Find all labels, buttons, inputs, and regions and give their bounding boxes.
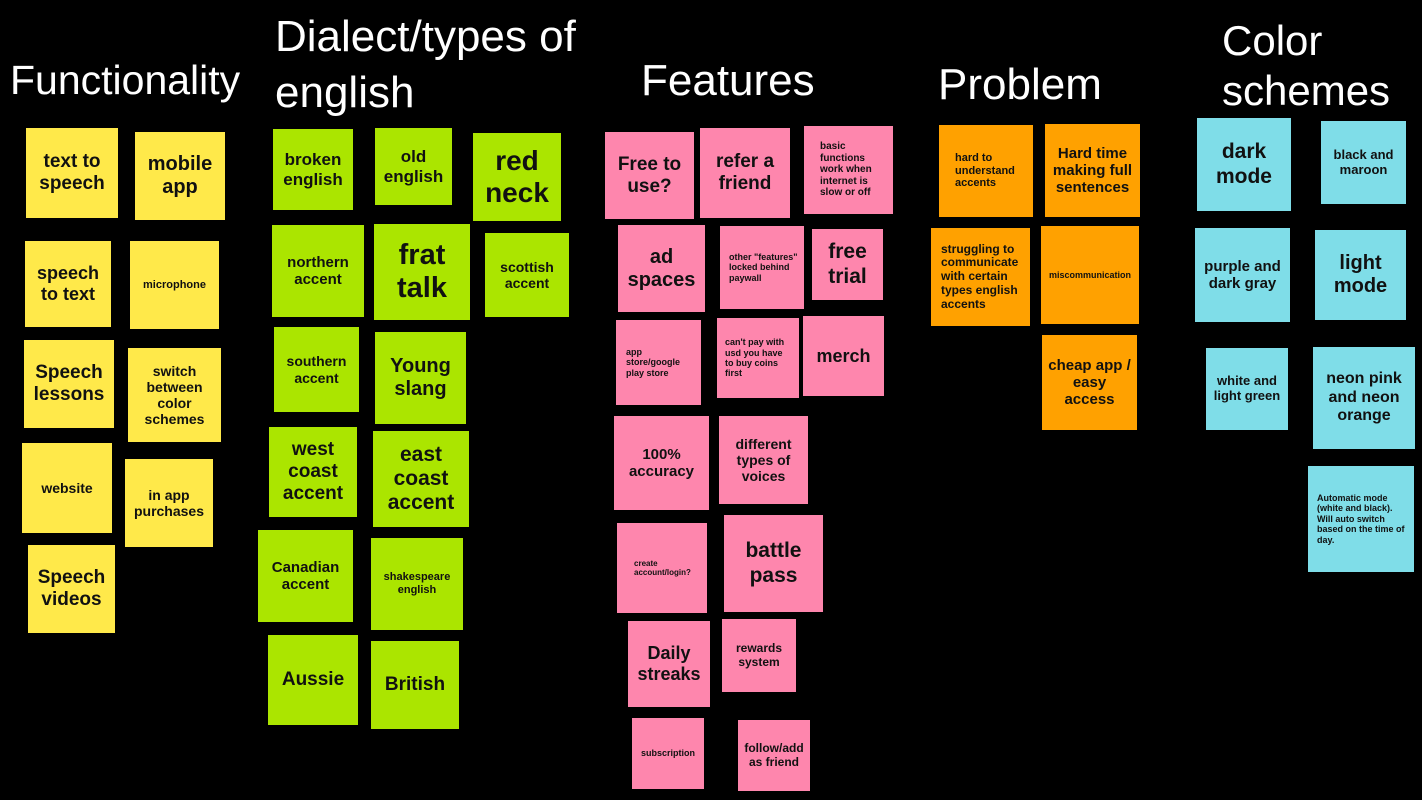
sticky-note[interactable]: neon pink and neon orange xyxy=(1313,347,1415,449)
sticky-note[interactable]: struggling to communicate with certain t… xyxy=(931,228,1030,326)
sticky-note[interactable]: Speech lessons xyxy=(24,340,114,428)
sticky-note[interactable]: Aussie xyxy=(268,635,358,725)
sticky-note[interactable]: hard to understand accents xyxy=(939,125,1033,217)
sticky-note[interactable]: black and maroon xyxy=(1321,121,1406,204)
sticky-note[interactable]: microphone xyxy=(130,241,219,329)
sticky-note[interactable]: subscription xyxy=(632,718,704,789)
sticky-note[interactable]: miscommunication xyxy=(1041,226,1139,324)
sticky-note[interactable]: cheap app / easy access xyxy=(1042,335,1137,430)
sticky-note[interactable]: app store/google play store xyxy=(616,320,701,405)
sticky-note[interactable]: speech to text xyxy=(25,241,111,327)
sticky-note[interactable]: create account/login? xyxy=(617,523,707,613)
sticky-note[interactable]: text to speech xyxy=(26,128,118,218)
sticky-note[interactable]: basic functions work when internet is sl… xyxy=(804,126,893,214)
sticky-note[interactable]: ad spaces xyxy=(618,225,705,312)
sticky-note[interactable]: merch xyxy=(803,316,884,396)
sticky-note[interactable]: Automatic mode (white and black). Will a… xyxy=(1308,466,1414,572)
sticky-note[interactable]: refer a friend xyxy=(700,128,790,218)
sticky-note[interactable]: frat talk xyxy=(374,224,470,320)
sticky-note[interactable]: website xyxy=(22,443,112,533)
sticky-note[interactable]: other "features" locked behind paywall xyxy=(720,226,804,309)
sticky-note[interactable]: rewards system xyxy=(722,619,796,692)
sticky-note[interactable]: northern accent xyxy=(272,225,364,317)
heading-functionality: Functionality xyxy=(10,57,241,103)
heading-features: Features xyxy=(641,56,815,105)
heading-color-schemes-line1: Color xyxy=(1222,17,1323,64)
heading-color-schemes-line2: schemes xyxy=(1222,67,1391,114)
sticky-note[interactable]: shakespeare english xyxy=(371,538,463,630)
sticky-note[interactable]: Young slang xyxy=(375,332,466,424)
sticky-note[interactable]: mobile app xyxy=(135,132,225,220)
sticky-note[interactable]: free trial xyxy=(812,229,883,300)
heading-dialect-line1: Dialect/types of xyxy=(275,12,576,61)
sticky-note[interactable]: old english xyxy=(375,128,452,205)
sticky-note[interactable]: battle pass xyxy=(724,515,823,612)
heading-dialect-line2: english xyxy=(275,68,415,117)
sticky-note[interactable]: Canadian accent xyxy=(258,530,353,622)
sticky-note[interactable]: Speech videos xyxy=(28,545,115,633)
sticky-note[interactable]: different types of voices xyxy=(719,416,808,504)
sticky-note[interactable]: red neck xyxy=(473,133,561,221)
sticky-note[interactable]: white and light green xyxy=(1206,348,1288,430)
heading-problem: Problem xyxy=(938,60,1102,109)
sticky-note[interactable]: can't pay with usd you have to buy coins… xyxy=(717,318,799,398)
sticky-note[interactable]: Free to use? xyxy=(605,132,694,219)
sticky-note[interactable]: east coast accent xyxy=(373,431,469,527)
sticky-note[interactable]: Daily streaks xyxy=(628,621,710,707)
sticky-note[interactable]: purple and dark gray xyxy=(1195,228,1290,322)
sticky-note[interactable]: broken english xyxy=(273,129,353,210)
sticky-note[interactable]: British xyxy=(371,641,459,729)
sticky-note[interactable]: dark mode xyxy=(1197,118,1291,211)
sticky-note[interactable]: light mode xyxy=(1315,230,1406,320)
sticky-note[interactable]: west coast accent xyxy=(269,427,357,517)
sticky-note[interactable]: scottish accent xyxy=(485,233,569,317)
sticky-note[interactable]: 100% accuracy xyxy=(614,416,709,510)
sticky-note[interactable]: in app purchases xyxy=(125,459,213,547)
sticky-note[interactable]: Hard time making full sentences xyxy=(1045,124,1140,217)
sticky-note[interactable]: switch between color schemes xyxy=(128,348,221,442)
sticky-note[interactable]: southern accent xyxy=(274,327,359,412)
sticky-note[interactable]: follow/add as friend xyxy=(738,720,810,791)
